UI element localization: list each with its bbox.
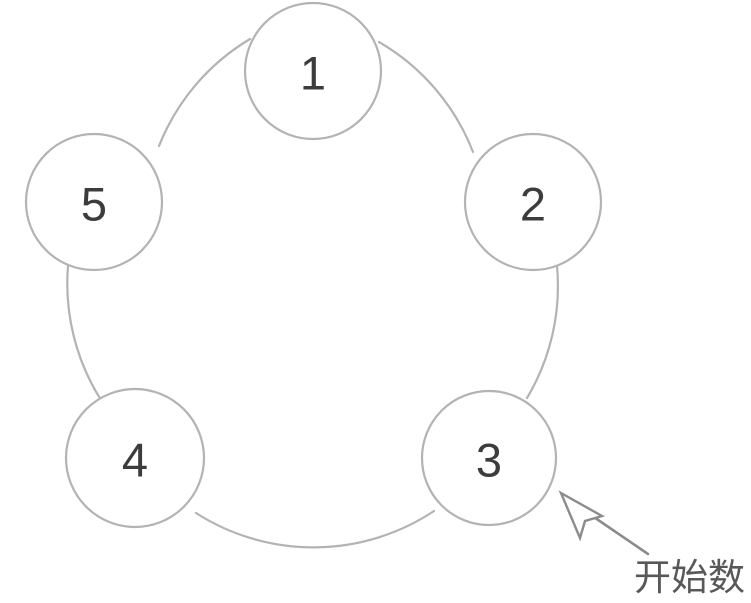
node-4-circle[interactable]	[64, 387, 206, 529]
node-1[interactable]: 1	[243, 1, 383, 141]
node-1-label: 1	[300, 47, 326, 100]
node-4-label: 4	[122, 434, 148, 487]
edge-node2-node3	[525, 264, 560, 400]
edge-node4-node5	[66, 264, 103, 402]
edge-group	[66, 37, 560, 549]
node-2[interactable]: 2	[463, 132, 603, 272]
edge-node5-node1	[157, 37, 252, 148]
node-group: 1 2 3 4 5	[24, 1, 603, 529]
node-5-circle[interactable]	[24, 132, 164, 272]
node-2-circle[interactable]	[463, 132, 603, 272]
edge-node3-node4	[194, 509, 436, 549]
start-pointer-annotation	[558, 490, 650, 556]
node-5-label: 5	[81, 178, 107, 231]
node-3[interactable]: 3	[420, 389, 558, 527]
node-2-label: 2	[520, 178, 546, 231]
node-3-circle[interactable]	[420, 389, 558, 527]
start-count-label: 开始数	[634, 556, 745, 599]
node-1-circle[interactable]	[243, 1, 383, 141]
edge-node1-node2	[377, 40, 475, 154]
node-5[interactable]: 5	[24, 132, 164, 272]
node-4[interactable]: 4	[64, 387, 206, 529]
node-3-label: 3	[476, 434, 502, 487]
pointer-arrow-head-icon	[558, 490, 606, 542]
